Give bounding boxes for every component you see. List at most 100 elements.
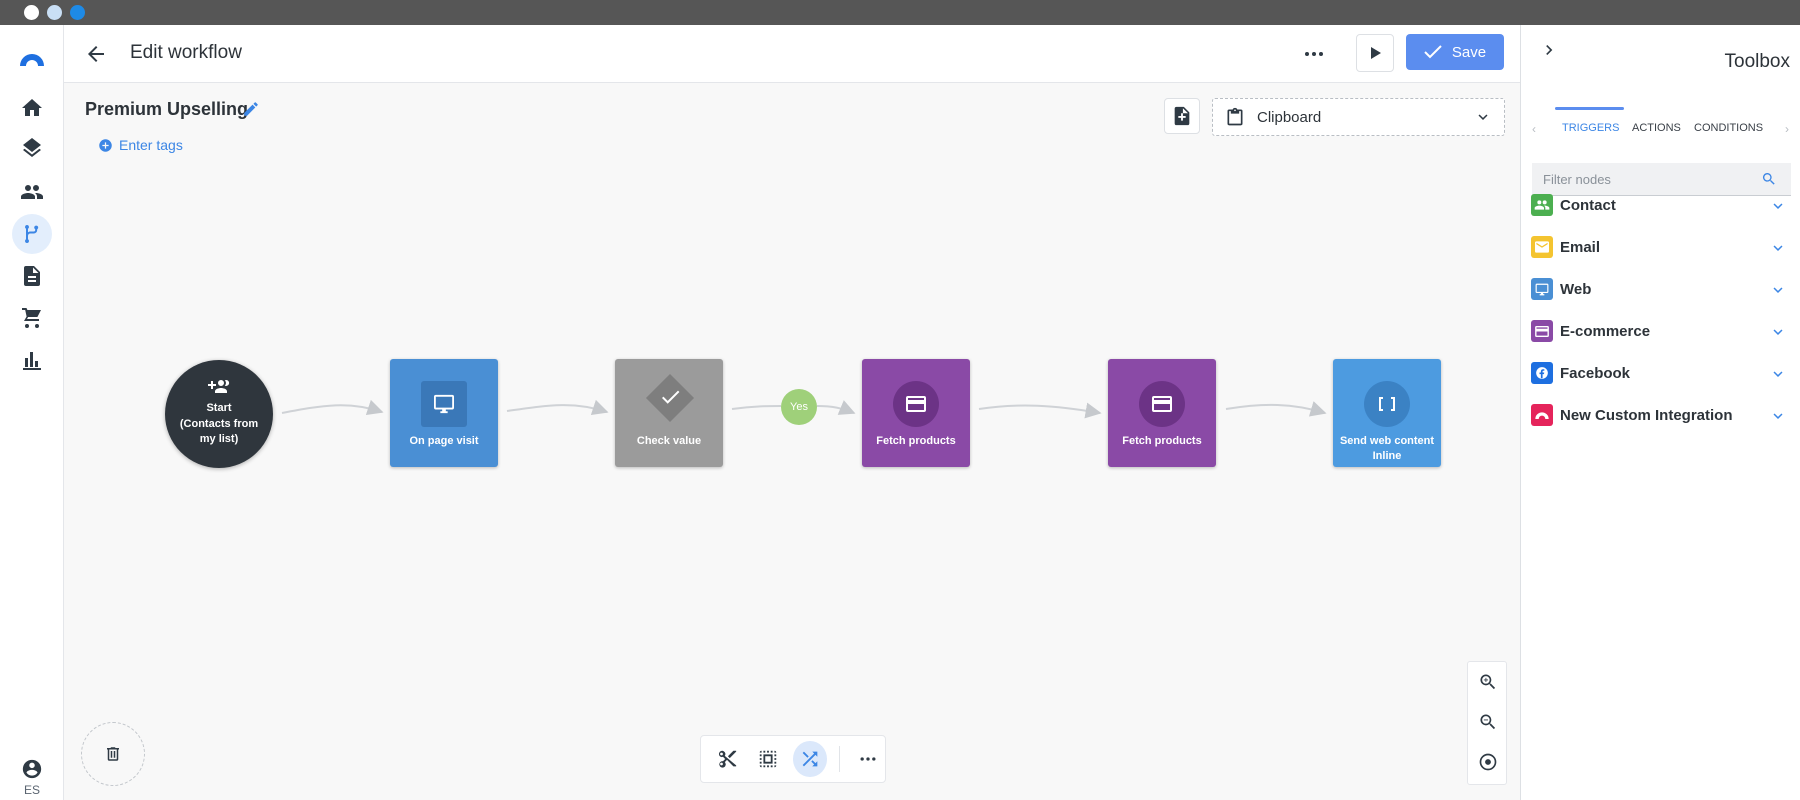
back-arrow-icon[interactable]: [84, 42, 108, 66]
tab-triggers[interactable]: TRIGGERS: [1562, 122, 1620, 134]
category-label: Web: [1560, 280, 1592, 298]
node-label: Fetch products: [876, 435, 956, 447]
chevron-down-icon: [1478, 114, 1488, 120]
nav-contacts-icon[interactable]: [12, 172, 52, 212]
enter-tags-label: Enter tags: [119, 137, 183, 153]
clipboard-dropdown[interactable]: Clipboard: [1212, 98, 1505, 136]
category-ecommerce[interactable]: E-commerce: [1531, 315, 1793, 347]
check-icon: [1424, 45, 1442, 59]
node-fetch-products-1[interactable]: Fetch products: [862, 359, 970, 467]
save-button[interactable]: Save: [1406, 34, 1504, 70]
nav-user[interactable]: ES: [12, 758, 52, 797]
nav-workflows-icon[interactable]: [12, 214, 52, 254]
yes-branch-badge[interactable]: Yes: [781, 389, 817, 425]
connector-page-check: [506, 399, 609, 416]
workflow-canvas[interactable]: Premium Upselling Enter tags Clipboard S…: [64, 83, 1520, 800]
node-check-value[interactable]: Check value: [615, 359, 723, 467]
workflow-connectors: [281, 399, 1327, 419]
cut-icon[interactable]: [710, 741, 744, 777]
workflow-name: Premium Upselling: [85, 99, 249, 119]
enter-tags-link[interactable]: Enter tags: [98, 137, 183, 153]
node-label: Check value: [636, 435, 702, 447]
center-view-icon[interactable]: [1476, 750, 1500, 774]
canvas-toolbar: [700, 735, 886, 783]
node-label: Send web content Inline: [1339, 435, 1435, 462]
select-area-icon[interactable]: [752, 741, 786, 777]
auto-arrange-icon[interactable]: [793, 741, 827, 777]
add-circle-icon: [99, 138, 112, 152]
search-icon: [1762, 173, 1775, 185]
tabs-scroll-right-icon[interactable]: ›: [1785, 122, 1789, 136]
category-contact[interactable]: Contact: [1531, 189, 1793, 221]
trash-icon: [107, 747, 119, 761]
start-node[interactable]: Start (Contacts from my list): [165, 360, 273, 468]
diamond-check-icon: [645, 373, 695, 423]
category-email[interactable]: Email: [1531, 231, 1793, 263]
zoom-in-icon[interactable]: [1476, 670, 1500, 694]
contacts-icon: [1531, 194, 1553, 216]
chevron-down-icon: [1773, 371, 1783, 377]
toolbox-title: Toolbox: [1724, 51, 1791, 72]
zoom-out-icon[interactable]: [1476, 710, 1500, 734]
tabs-scroll-left-icon[interactable]: ‹: [1532, 122, 1536, 136]
edit-pencil-icon[interactable]: [242, 100, 260, 118]
nav-cart-icon[interactable]: [12, 298, 52, 338]
category-web[interactable]: Web: [1531, 273, 1793, 305]
chevron-down-icon: [1773, 203, 1783, 209]
play-icon: [1371, 47, 1381, 59]
category-label: Email: [1560, 238, 1601, 256]
category-label: E-commerce: [1560, 322, 1651, 340]
card-icon: [1139, 381, 1185, 427]
toolbox-panel: Toolbox ‹ TRIGGERS ACTIONS CONDITIONS › …: [1520, 25, 1800, 800]
tab-actions[interactable]: ACTIONS: [1632, 122, 1681, 134]
category-label: Facebook: [1560, 364, 1631, 382]
more-options-icon[interactable]: [1302, 42, 1326, 66]
node-send-web-content[interactable]: Send web content Inline: [1333, 359, 1441, 467]
card-icon: [893, 381, 939, 427]
page-title: Edit workflow: [130, 42, 242, 63]
monitor-icon: [1531, 278, 1553, 300]
card-icon: [1531, 320, 1553, 342]
left-nav: ES: [0, 25, 64, 800]
connector-fetch1-fetch2: [978, 402, 1102, 419]
integration-icon: [1531, 404, 1553, 426]
nav-reports-icon[interactable]: [12, 340, 52, 380]
nav-layers-icon[interactable]: [12, 130, 52, 170]
chevron-down-icon: [1773, 245, 1783, 251]
run-workflow-button[interactable]: [1356, 34, 1394, 72]
zoom-controls: [1467, 661, 1507, 785]
add-note-button[interactable]: [1164, 98, 1200, 134]
chevron-right-icon[interactable]: [1539, 40, 1559, 60]
window-maximize-dot[interactable]: [70, 5, 85, 20]
chevron-down-icon: [1773, 329, 1783, 335]
more-options-icon[interactable]: [851, 741, 885, 777]
start-node-title: Start: [206, 402, 232, 414]
node-fetch-products-2[interactable]: Fetch products: [1108, 359, 1216, 467]
window-close-dot[interactable]: [24, 5, 39, 20]
nav-home-icon[interactable]: [12, 88, 52, 128]
nav-documents-icon[interactable]: [12, 256, 52, 296]
connector-fetch2-web: [1225, 401, 1327, 417]
start-node-subtitle: (Contacts from my list): [179, 418, 259, 445]
note-add-icon: [1174, 106, 1190, 126]
chevron-down-icon: [1773, 287, 1783, 293]
top-bar: Edit workflow Save: [64, 25, 1520, 83]
brand-logo-icon[interactable]: [17, 44, 47, 74]
language-label: ES: [23, 783, 40, 797]
tab-conditions[interactable]: CONDITIONS: [1694, 122, 1764, 134]
toolbar-divider: [838, 746, 840, 772]
category-new-custom-integration[interactable]: New Custom Integration: [1531, 399, 1793, 431]
facebook-icon: [1531, 362, 1553, 384]
connector-start-page: [281, 399, 384, 416]
category-label: New Custom Integration: [1560, 406, 1733, 424]
clipboard-label: Clipboard: [1257, 108, 1322, 126]
chevron-down-icon: [1773, 413, 1783, 419]
delete-dropzone[interactable]: [81, 722, 145, 786]
window-minimize-dot[interactable]: [47, 5, 62, 20]
toolbox-tabs: ‹ TRIGGERS ACTIONS CONDITIONS ›: [1521, 90, 1800, 170]
connector-yes-fetch1: [816, 400, 856, 415]
category-facebook[interactable]: Facebook: [1531, 357, 1793, 389]
filter-nodes-input[interactable]: [1532, 163, 1791, 196]
node-on-page-visit[interactable]: On page visit: [390, 359, 498, 467]
email-icon: [1531, 236, 1553, 258]
